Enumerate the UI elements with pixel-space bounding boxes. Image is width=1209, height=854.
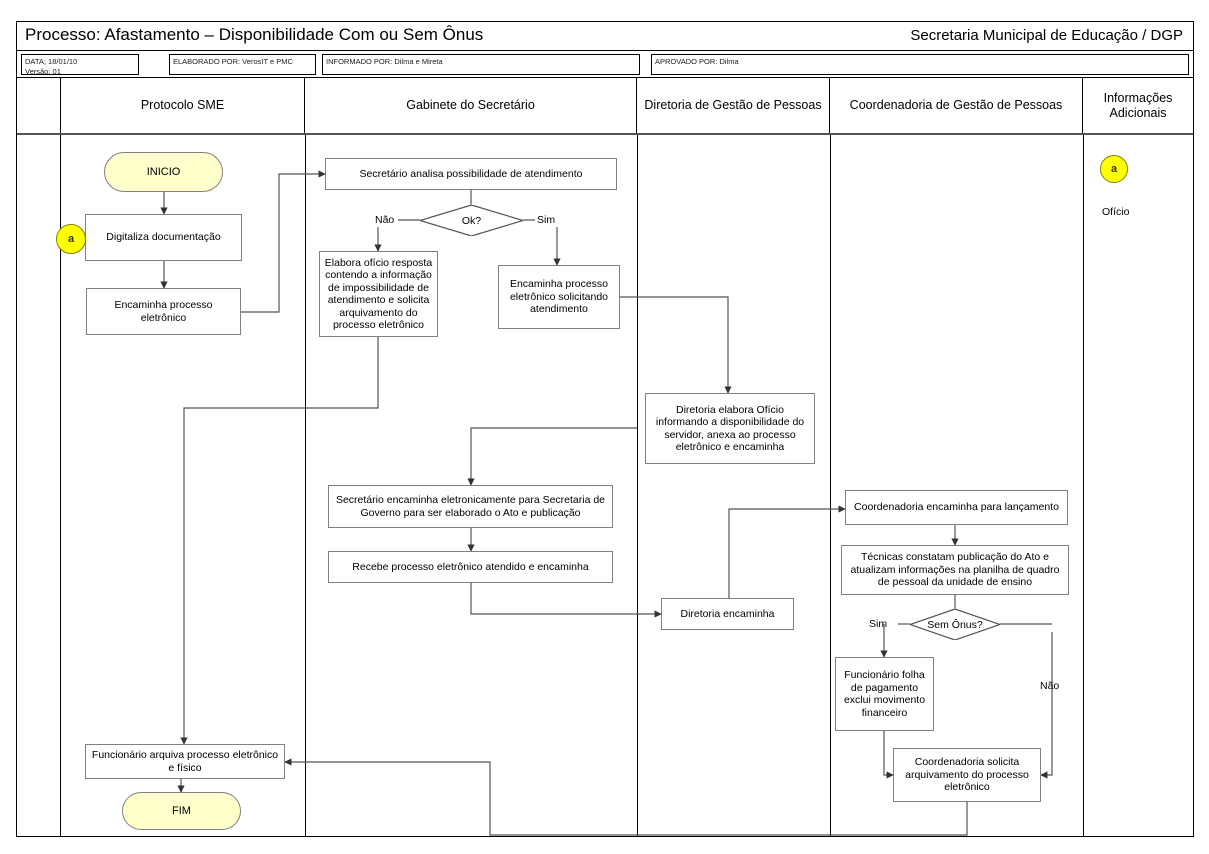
node-tecnicas-constatam[interactable]: Técnicas constatam publicação do Ato e a… bbox=[841, 545, 1069, 595]
meta-date: DATA; 18/01/10 bbox=[25, 57, 78, 66]
lane-divider-2 bbox=[637, 135, 638, 836]
decision-ok[interactable]: Ok? bbox=[420, 205, 523, 236]
organization-title: Secretaria Municipal de Educação / DGP bbox=[910, 27, 1183, 44]
node-coordenadoria-encaminha[interactable]: Coordenadoria encaminha para lançamento bbox=[845, 490, 1068, 525]
decision-sem-onus-label: Sem Ônus? bbox=[927, 618, 983, 631]
edge-label-nao-ok: Não bbox=[375, 214, 395, 226]
lane-header-diretoria: Diretoria de Gestão de Pessoas bbox=[637, 78, 830, 133]
node-inicio[interactable]: INICIO bbox=[104, 152, 223, 192]
lane-divider-1 bbox=[305, 135, 306, 836]
meta-informed-by: INFORMADO POR: Dilma e Mireta bbox=[322, 54, 640, 75]
meta-date-version: DATA; 18/01/10 Versão: 01 bbox=[21, 54, 139, 75]
diagram-frame bbox=[16, 21, 1194, 837]
node-secretario-analisa[interactable]: Secretário analisa possibilidade de aten… bbox=[325, 158, 617, 190]
page-title: Processo: Afastamento – Disponibilidade … bbox=[25, 25, 484, 44]
lane-divider-3 bbox=[830, 135, 831, 836]
lane-header-gabinete: Gabinete do Secretário bbox=[305, 78, 637, 133]
lane-divider-4 bbox=[1083, 135, 1084, 836]
node-diretoria-encaminha[interactable]: Diretoria encaminha bbox=[661, 598, 794, 630]
decision-sem-onus[interactable]: Sem Ônus? bbox=[910, 609, 1000, 640]
lane-header-informacoes: Informações Adicionais bbox=[1103, 90, 1173, 120]
connector-circle-a-right[interactable]: a bbox=[1100, 155, 1128, 183]
node-recebe-processo[interactable]: Recebe processo eletrônico atendido e en… bbox=[328, 551, 613, 583]
meta-version: Versão: 01 bbox=[25, 66, 61, 75]
node-funcionario-arquiva[interactable]: Funcionário arquiva processo eletrônico … bbox=[85, 744, 285, 779]
lane-header-protocolo-sme: Protocolo SME bbox=[60, 78, 305, 133]
title-bar: Processo: Afastamento – Disponibilidade … bbox=[17, 22, 1193, 51]
node-encaminha-solicitando[interactable]: Encaminha processo eletrônico solicitand… bbox=[498, 265, 620, 329]
lane-divider-0 bbox=[60, 135, 61, 836]
edge-label-sim-onus: Sim bbox=[869, 618, 888, 630]
node-funcionario-folha[interactable]: Funcionário folha de pagamento exclui mo… bbox=[835, 657, 934, 731]
edge-label-nao-onus: Não bbox=[1040, 680, 1060, 692]
node-elabora-oficio[interactable]: Elabora ofício resposta contendo a infor… bbox=[319, 251, 438, 337]
lane-header-coordenadoria: Coordenadoria de Gestão de Pessoas bbox=[830, 78, 1083, 133]
node-encaminha-processo-eletronico[interactable]: Encaminha processo eletrônico bbox=[86, 288, 241, 335]
edge-label-sim-ok: Sim bbox=[537, 214, 556, 226]
node-digitaliza-documentacao[interactable]: Digitaliza documentação bbox=[85, 214, 242, 261]
note-oficio: Ofício bbox=[1102, 206, 1130, 218]
node-diretoria-elabora-oficio[interactable]: Diretoria elabora Ofício informando a di… bbox=[645, 393, 815, 464]
node-coordenadoria-solicita[interactable]: Coordenadoria solicita arquivamento do p… bbox=[893, 748, 1041, 802]
decision-ok-label: Ok? bbox=[461, 214, 482, 227]
node-fim[interactable]: FIM bbox=[122, 792, 241, 830]
node-secretario-encaminha[interactable]: Secretário encaminha eletronicamente par… bbox=[328, 485, 613, 528]
swimlane-header-row: Protocolo SME Gabinete do Secretário Dir… bbox=[17, 78, 1193, 135]
meta-elaborated-by: ELABORADO POR: VerosIT e PMC bbox=[169, 54, 316, 75]
meta-approved-by: APROVADO POR: Dilma bbox=[651, 54, 1189, 75]
metadata-row: DATA; 18/01/10 Versão: 01 ELABORADO POR:… bbox=[17, 51, 1193, 78]
connector-circle-a-left[interactable]: a bbox=[56, 224, 86, 254]
